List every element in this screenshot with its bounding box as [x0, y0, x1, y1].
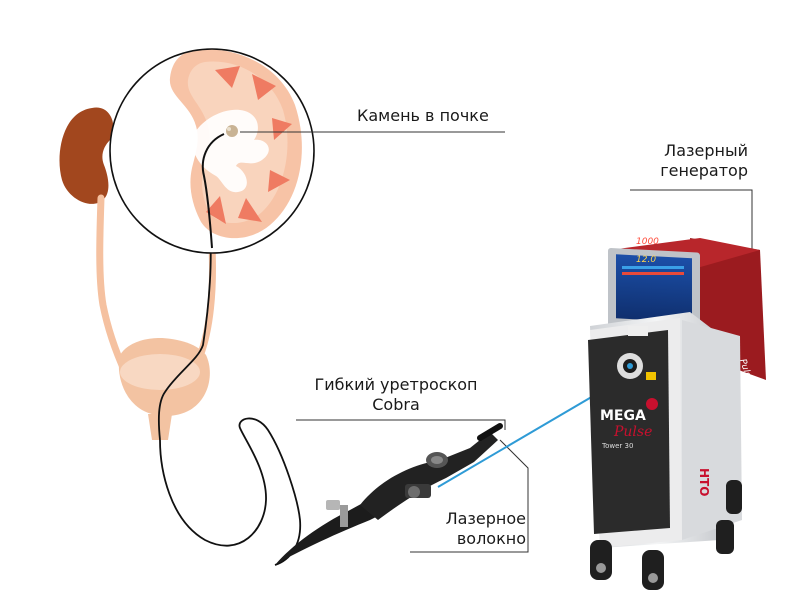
laser-generator-label-line2: генератор — [660, 161, 748, 180]
ureteroscope-label: Гибкий уретроскоп Cobra — [296, 375, 496, 415]
device-monitor: 1000 12.0 — [608, 237, 700, 333]
ureteroscope-label-line2: Cobra — [372, 395, 420, 414]
laser-fiber-label-line1: Лазерное — [445, 509, 526, 528]
device-wheels — [590, 480, 742, 590]
screen-value-1: 1000 — [636, 237, 659, 247]
laser-fiber-label: Лазерное волокно — [412, 509, 526, 549]
fiber-port — [617, 353, 643, 379]
laser-generator-label: Лазерный генератор — [630, 141, 748, 181]
laser-generator-device: 1000 12.0 MEGA Pulse Tower 30 Pulse НТО — [588, 237, 766, 590]
laser-fiber-label-line2: волокно — [456, 529, 526, 548]
kidney-stone — [226, 125, 238, 137]
device-side-text: НТО — [697, 468, 711, 496]
device-brand-mega: MEGA — [600, 408, 646, 424]
flexible-ureteroscope — [275, 423, 503, 565]
device-front-panel — [588, 330, 670, 534]
calyces — [206, 66, 292, 224]
device-brand-pulse: Pulse — [613, 424, 652, 440]
emergency-stop-button[interactable] — [646, 398, 658, 410]
screen-value-2: 12.0 — [636, 255, 656, 265]
kidney-stone-label-text: Камень в почке — [357, 106, 489, 125]
left-kidney — [59, 107, 114, 204]
leader-lines — [240, 131, 753, 553]
kidney-stone-label: Камень в почке — [357, 106, 489, 126]
device-model: Tower 30 — [601, 442, 633, 450]
kidney-zoom-circle — [109, 48, 315, 254]
ureteroscope-label-line1: Гибкий уретроскоп — [314, 375, 478, 394]
renal-pelvis — [190, 109, 269, 193]
bladder — [118, 338, 210, 440]
laser-generator-label-line1: Лазерный — [664, 141, 748, 160]
